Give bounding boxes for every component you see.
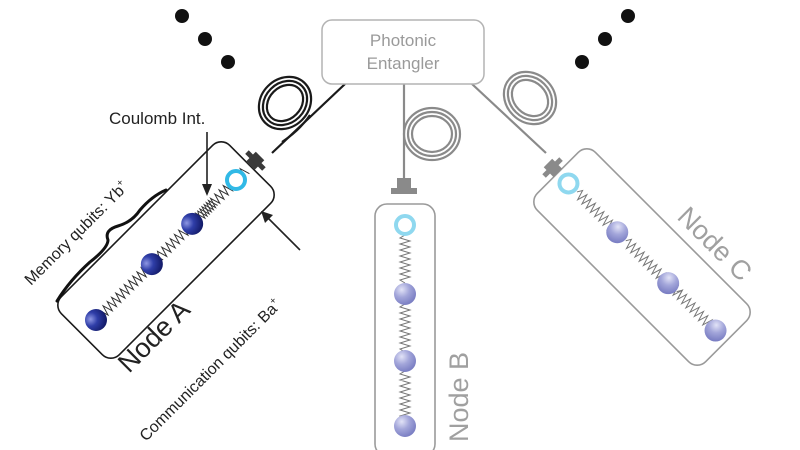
- entangler-label-line1: Photonic: [370, 31, 437, 50]
- fiber-node-b: [402, 84, 462, 178]
- node-b-label: Node B: [444, 352, 474, 442]
- entangler-box: [321, 19, 485, 85]
- node-b-fiber-connector: [391, 178, 417, 194]
- memory-ion: [657, 272, 680, 295]
- memory-ion: [394, 350, 416, 372]
- coulomb-label: Coulomb Int.: [109, 109, 205, 128]
- memory-ion: [394, 415, 416, 437]
- memory-ion: [704, 319, 727, 342]
- comm-arrow: [261, 211, 301, 251]
- memory-ion: [394, 283, 416, 305]
- memory-ion: [181, 212, 204, 235]
- communication-ion: [557, 172, 580, 195]
- coulomb-spring: [398, 370, 412, 420]
- node-a-fiber-connector: [245, 150, 266, 171]
- memory-ion: [84, 309, 107, 332]
- ellipsis-dots-right: [575, 9, 635, 69]
- coulomb-spring: [398, 234, 412, 284]
- node-c: [533, 148, 751, 366]
- fiber-node-a: [257, 75, 346, 154]
- node-b: [374, 178, 436, 450]
- coulomb-spring: [398, 303, 412, 353]
- communication-ion: [225, 168, 248, 191]
- memory-ion: [606, 221, 629, 244]
- ellipsis-dots-left: [175, 9, 235, 69]
- photonic-entangler: Photonic Entangler: [321, 19, 485, 85]
- entangler-label-line2: Entangler: [367, 54, 440, 73]
- node-c-fiber-connector: [542, 157, 563, 178]
- memory-brace: [55, 188, 168, 303]
- fiber-node-c: [471, 70, 558, 154]
- memory-ion: [140, 253, 163, 276]
- coulomb-arrow: [202, 132, 212, 196]
- node-a: [57, 141, 275, 359]
- communication-ion: [394, 214, 416, 236]
